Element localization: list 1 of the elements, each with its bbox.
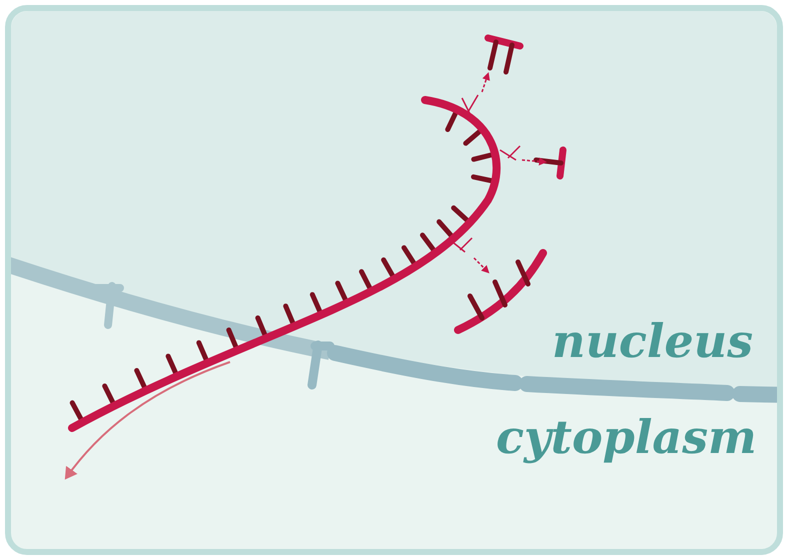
- region-label: nucleus: [552, 318, 753, 364]
